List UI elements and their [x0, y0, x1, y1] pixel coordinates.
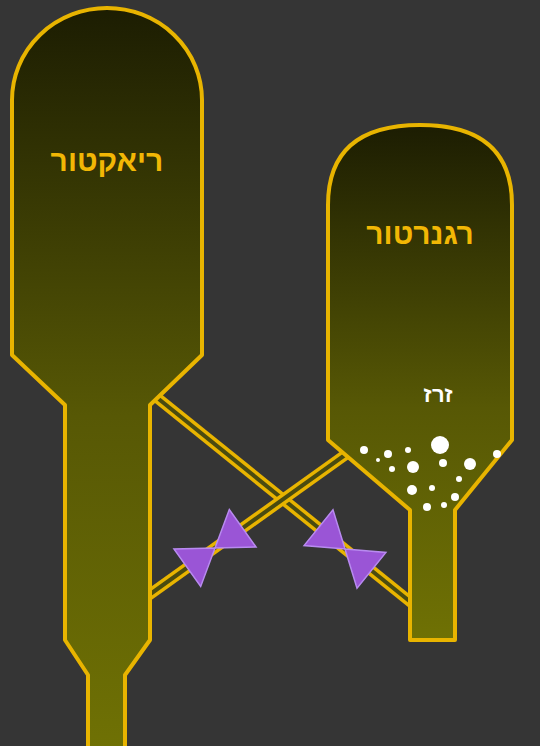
particle — [464, 458, 476, 470]
vessel-shape — [12, 8, 202, 746]
particle — [407, 461, 419, 473]
valve-half — [202, 510, 256, 567]
particle — [431, 436, 449, 454]
particle — [439, 459, 447, 467]
particle-group — [360, 436, 501, 511]
particle — [423, 503, 431, 511]
vessel-label: רגנרטור — [366, 217, 473, 250]
particle — [389, 466, 395, 472]
particle — [451, 493, 459, 501]
particle — [384, 450, 392, 458]
valve-half — [174, 529, 228, 586]
particle — [493, 450, 501, 458]
particle — [441, 502, 447, 508]
vessel-shape — [328, 125, 512, 640]
valve-half — [304, 510, 359, 567]
particle — [407, 485, 417, 495]
particle — [376, 458, 380, 462]
particle — [429, 485, 435, 491]
valve-symbol — [304, 510, 386, 589]
valve-symbol — [174, 510, 256, 587]
particle — [456, 476, 462, 482]
pipe-bore — [142, 450, 352, 600]
vessel: רגנרטור זרז — [326, 123, 514, 642]
vessel-outline — [10, 6, 204, 746]
pipe-connector — [142, 450, 352, 600]
particle — [360, 446, 368, 454]
pipe-wall — [142, 450, 352, 600]
catalyst-label: זרז — [423, 383, 452, 407]
vessel-outline — [326, 123, 514, 642]
valve-half — [331, 531, 386, 588]
particle — [405, 447, 411, 453]
vessel: ריאקטור — [10, 6, 204, 746]
vessel-label: ריאקטור — [51, 144, 164, 177]
